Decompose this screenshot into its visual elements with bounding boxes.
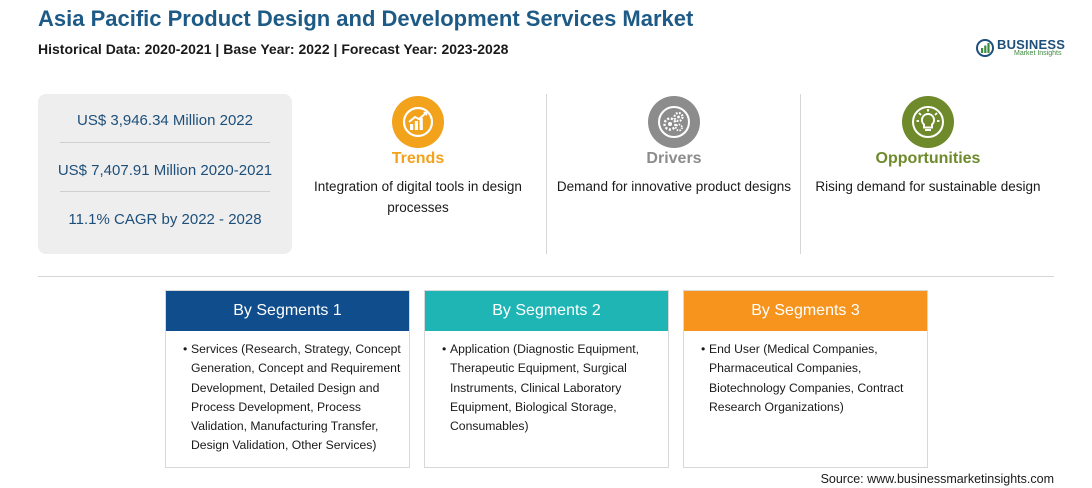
factor-drivers: Drivers Demand for innovative product de…	[554, 96, 794, 197]
segment-text: Services (Research, Strategy, Concept Ge…	[191, 342, 401, 453]
segment-header: By Segments 3	[684, 291, 927, 331]
logo-wordmark: BUSINESS	[997, 37, 1066, 52]
rising-chart-icon	[392, 96, 444, 148]
column-divider	[546, 94, 547, 254]
stat-market-size-2022: US$ 3,946.34 Million 2022	[77, 112, 253, 129]
factor-trends: Trends Integration of digital tools in d…	[298, 96, 538, 218]
lightbulb-icon	[902, 96, 954, 148]
segment-body: • End User (Medical Companies, Pharmaceu…	[684, 331, 927, 417]
source-note: Source: www.businessmarketinsights.com	[820, 472, 1054, 486]
segment-body: • Services (Research, Strategy, Concept …	[166, 331, 409, 456]
gears-icon	[648, 96, 700, 148]
factor-label: Trends	[391, 150, 445, 167]
market-stats-panel: US$ 3,946.34 Million 2022 US$ 7,407.91 M…	[38, 94, 292, 254]
stat-divider	[60, 142, 270, 143]
factor-description: Integration of digital tools in design p…	[314, 179, 522, 215]
factor-description: Rising demand for sustainable design	[815, 179, 1041, 194]
factor-description: Demand for innovative product designs	[556, 179, 792, 194]
business-market-insights-logo: BUSINESS Market Insights	[976, 36, 1066, 60]
section-divider	[38, 276, 1054, 277]
segment-header: By Segments 2	[425, 291, 668, 331]
logo-tagline: Market Insights	[1014, 50, 1062, 57]
stat-divider	[60, 191, 270, 192]
segment-card-1: By Segments 1 • Services (Research, Stra…	[165, 290, 410, 468]
bullet-icon: •	[701, 342, 706, 356]
segment-header: By Segments 1	[166, 291, 409, 331]
segment-card-3: By Segments 3 • End User (Medical Compan…	[683, 290, 928, 468]
factor-label: Drivers	[646, 150, 702, 167]
stat-cagr: 11.1% CAGR by 2022 - 2028	[68, 211, 262, 228]
factor-opportunities: Opportunities Rising demand for sustaina…	[808, 96, 1048, 197]
segment-body: • Application (Diagnostic Equipment, The…	[425, 331, 668, 436]
page-title: Asia Pacific Product Design and Developm…	[38, 6, 694, 31]
column-divider	[800, 94, 801, 254]
bullet-icon: •	[442, 342, 447, 356]
page-subtitle: Historical Data: 2020-2021 | Base Year: …	[38, 41, 509, 57]
segment-text: End User (Medical Companies, Pharmaceuti…	[709, 342, 904, 414]
factor-label: Opportunities	[875, 150, 981, 167]
stat-market-size-historical: US$ 7,407.91 Million 2020-2021	[57, 162, 273, 179]
segment-text: Application (Diagnostic Equipment, Thera…	[450, 342, 640, 434]
segment-card-2: By Segments 2 • Application (Diagnostic …	[424, 290, 669, 468]
logo-globe-icon	[976, 39, 994, 57]
bullet-icon: •	[183, 342, 188, 356]
